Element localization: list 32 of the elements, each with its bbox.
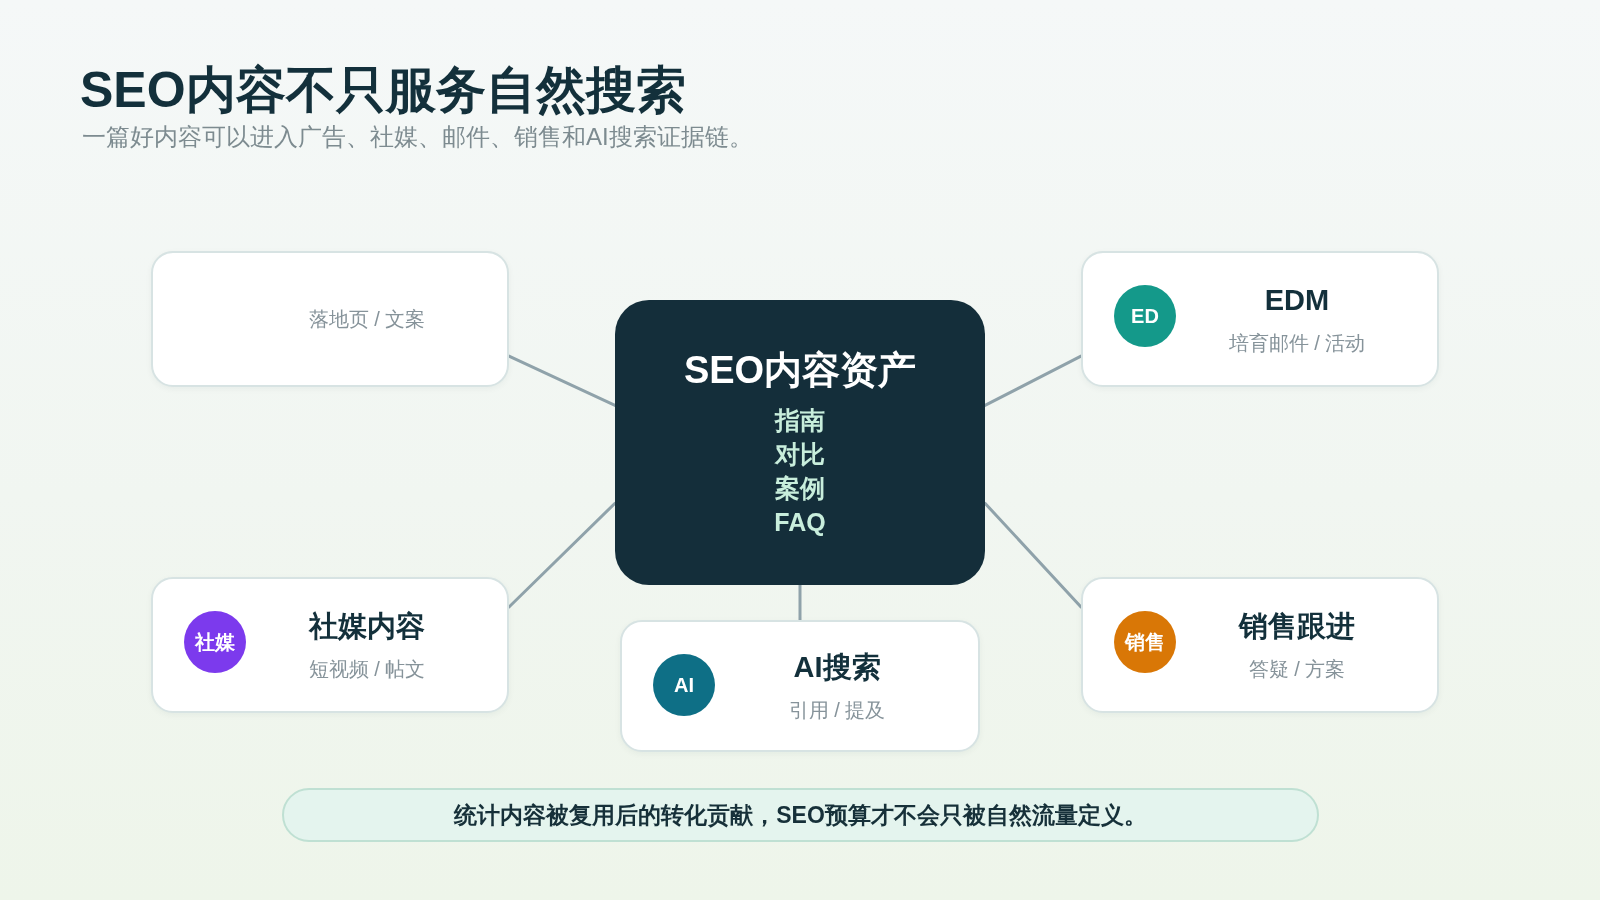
- card: [151, 251, 509, 387]
- initials-circle: 社媒: [184, 611, 246, 673]
- card-subtitle: 短视频 / 帖文: [308, 657, 426, 682]
- connector-line: [983, 354, 1083, 407]
- card-subtitle: 引用 / 提及: [788, 698, 886, 723]
- list-item: 指南: [775, 404, 825, 436]
- content-panel: [615, 300, 985, 585]
- initials-circle: AI: [653, 654, 715, 716]
- card-title: EDM: [1264, 283, 1330, 318]
- card-subtitle: 培育邮件 / 活动: [1228, 331, 1366, 356]
- connector-line: [507, 501, 617, 609]
- connector-line: [798, 583, 802, 622]
- initials-circle: 销售: [1114, 611, 1176, 673]
- panel-title: SEO内容资产: [683, 347, 917, 393]
- list-item: FAQ: [774, 506, 826, 538]
- card-title: AI搜索: [793, 650, 881, 685]
- connector-line: [507, 354, 617, 407]
- card: [1081, 251, 1439, 387]
- note-banner: 统计内容被复用后的转化贡献，SEO预算才不会只被自然流量定义。: [282, 788, 1319, 842]
- subtitle: 一篇好内容可以进入广告、社媒、邮件、销售和AI搜索证据链。: [82, 122, 753, 152]
- card: [620, 620, 980, 752]
- card: [1081, 577, 1439, 713]
- card: [151, 577, 509, 713]
- card-title: 社媒内容: [309, 609, 425, 644]
- card-subtitle: 落地页 / 文案: [308, 307, 426, 332]
- page-title: SEO内容不只服务自然搜索: [80, 61, 686, 120]
- list-item: 对比: [775, 438, 825, 470]
- connector-line: [983, 501, 1083, 609]
- initials-circle: ED: [1114, 285, 1176, 347]
- card-subtitle: 答疑 / 方案: [1248, 657, 1346, 682]
- card-title: 销售跟进: [1239, 609, 1355, 644]
- list-item: 案例: [775, 472, 825, 504]
